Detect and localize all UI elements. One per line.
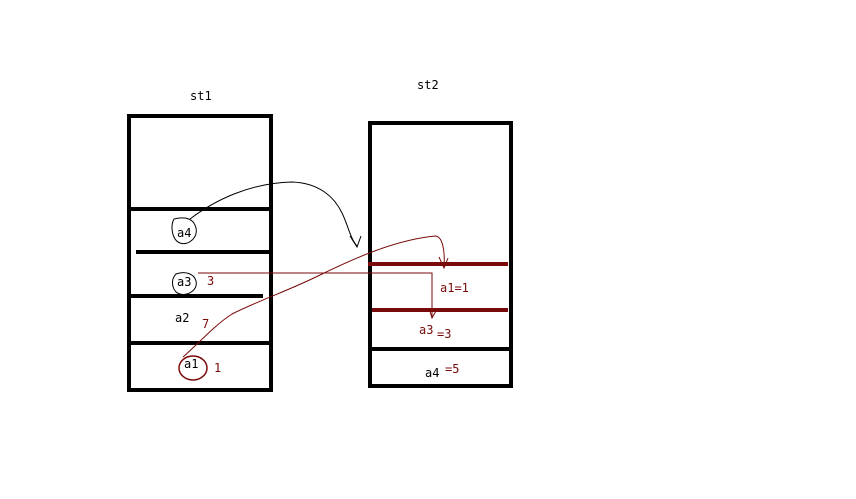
a1-circle-mark — [178, 355, 208, 381]
st1-label-a1: a1 — [184, 357, 198, 371]
st2-label-a3: a3 — [419, 323, 433, 337]
arrow-a4-head — [349, 235, 362, 249]
arrow-a4-to-st2 — [189, 181, 358, 247]
st1-title: st1 — [190, 89, 212, 103]
st2-label-a1-eq-1: a1=1 — [440, 281, 469, 295]
st2-box — [368, 121, 513, 388]
st1-note-1: 1 — [214, 361, 221, 375]
st1-note-3: 3 — [207, 274, 214, 288]
arrow-a3-head — [428, 307, 437, 320]
arrow-a3-to-st2 — [198, 272, 433, 318]
st1-label-a2: a2 — [175, 311, 189, 325]
st1-label-a4: a4 — [177, 226, 191, 240]
a4-circle-mark — [171, 217, 197, 245]
st1-box — [127, 114, 273, 392]
st2-title: st2 — [417, 78, 439, 92]
arrow-a1-to-st2 — [182, 235, 445, 358]
a3-circle-mark — [172, 272, 197, 295]
st2-label-a3-value: =3 — [437, 327, 451, 341]
arrow-a1-head — [438, 256, 449, 270]
st2-label-a4: a4 — [425, 366, 439, 380]
st1-note-7: 7 — [202, 317, 209, 331]
st2-label-a4-value: =5 — [445, 362, 459, 376]
st1-label-a3: a3 — [177, 275, 191, 289]
